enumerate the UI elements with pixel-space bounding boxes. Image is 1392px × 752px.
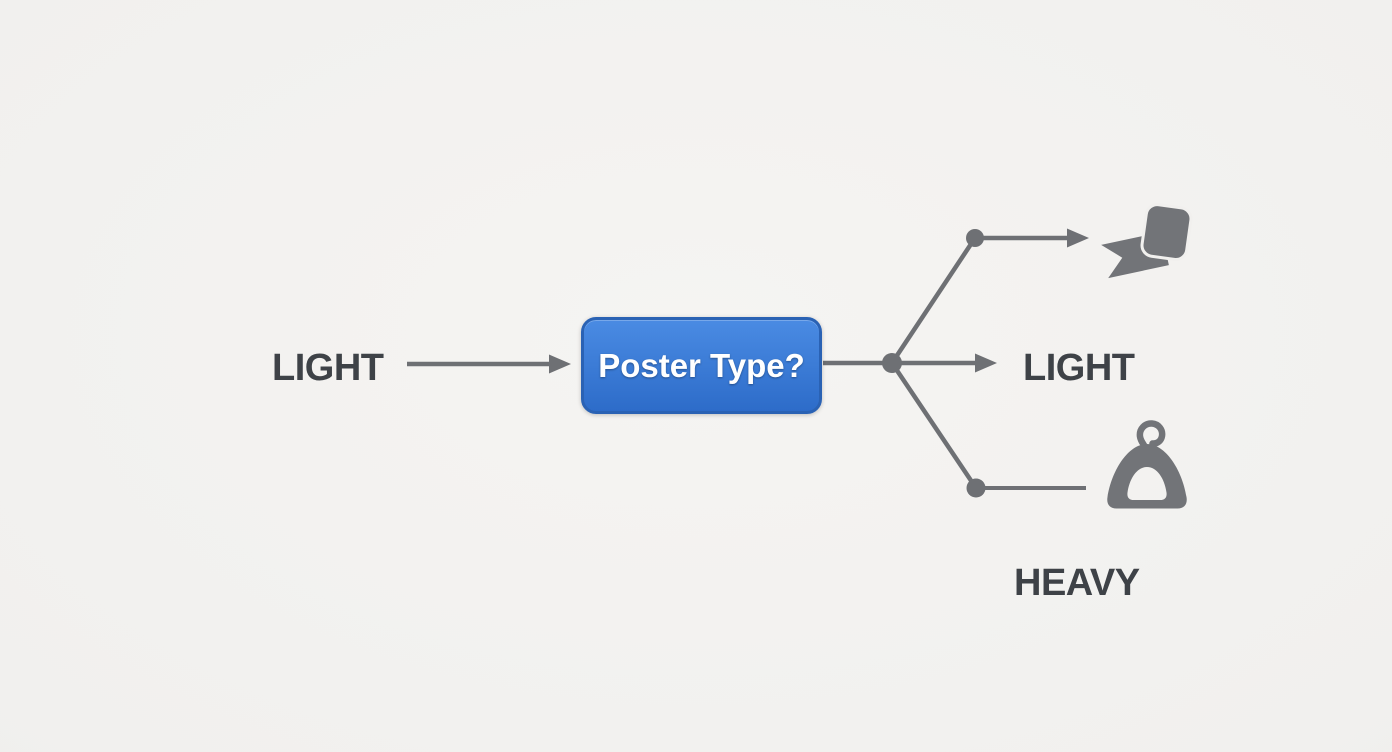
branch-middle-label: LIGHT	[1023, 347, 1135, 389]
edge-branch-bottom	[890, 361, 1086, 498]
edge-source-to-decision	[407, 354, 571, 374]
flag-badge-icon	[1101, 203, 1193, 279]
branch-bottom-label: HEAVY	[1014, 562, 1140, 604]
arrowhead-icon	[975, 353, 997, 373]
decision-node-label: Poster Type?	[598, 346, 805, 384]
clothes-hanger-icon	[1107, 420, 1187, 509]
arrowhead-icon	[549, 354, 571, 374]
source-label: LIGHT	[272, 347, 384, 389]
decision-node-poster-type: Poster Type?	[581, 317, 822, 414]
edge-branch-top	[890, 228, 1089, 365]
arrowhead-icon	[1067, 228, 1089, 248]
edge-branch-middle	[892, 353, 997, 373]
